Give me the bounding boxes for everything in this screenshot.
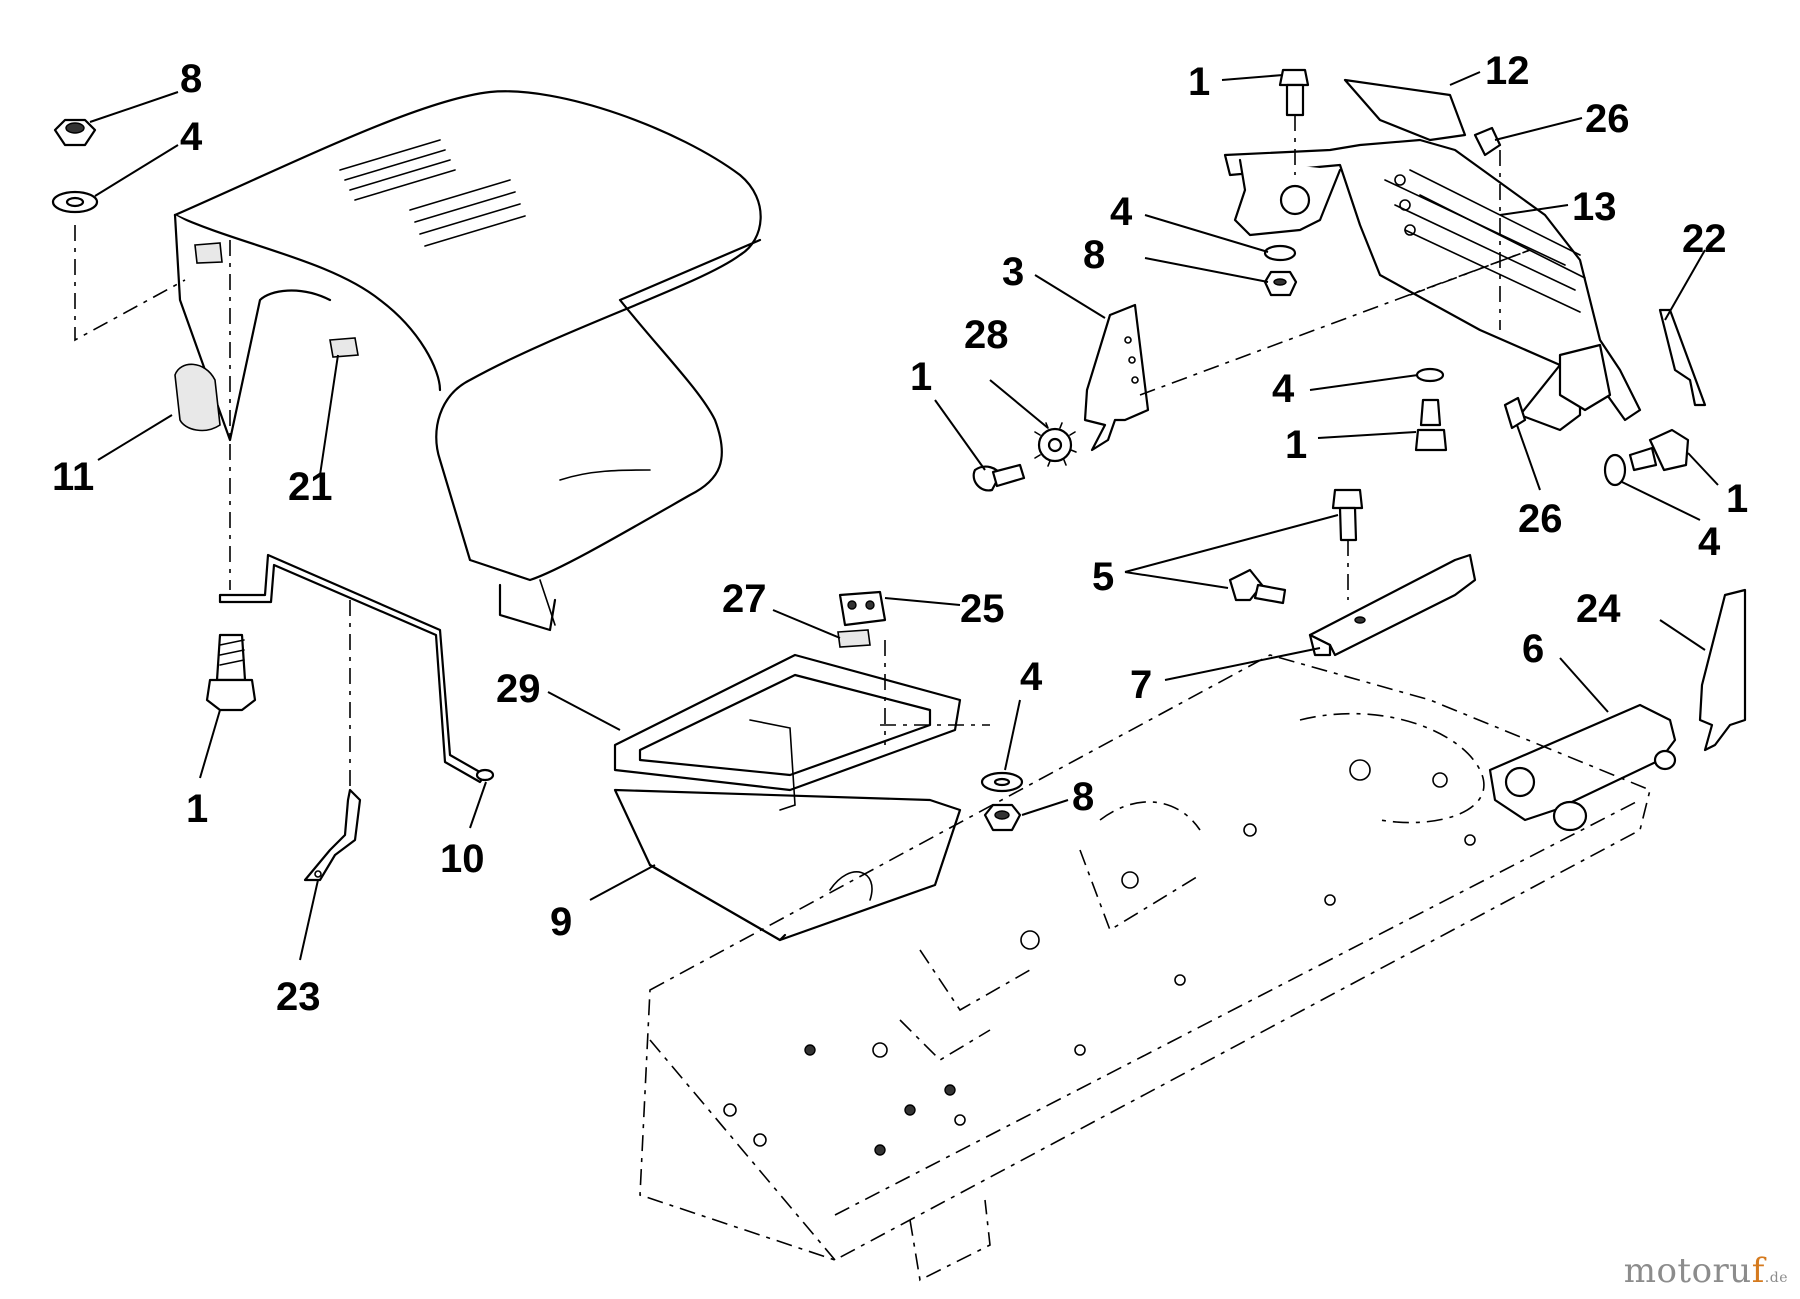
washer-4-center [980,771,1024,793]
pad-27 [837,629,871,648]
callout-23: 23 [276,975,321,1019]
bracket-3 [1083,303,1150,452]
bolt-1-lock [972,463,1026,492]
callout-4-far-right: 4 [1698,520,1721,564]
bracket-24 [1698,588,1747,752]
lockwasher-28 [1034,422,1077,467]
watermark-logo: motoruf.de [1624,1251,1788,1291]
bracket-22 [1658,308,1707,407]
nut-8-top-left [53,118,97,147]
callout-13: 13 [1572,185,1617,229]
clip-26-lower [1503,396,1527,430]
callout-1-top-right: 1 [1188,60,1210,104]
nut-8-center [983,803,1022,832]
washer-4-right [1415,367,1445,383]
callout-4-top-left: 4 [180,115,203,159]
callout-8-upper: 8 [1083,233,1105,277]
callout-4-upper: 4 [1110,190,1133,234]
frame-29 [613,653,962,811]
callout-8-center: 8 [1072,775,1094,819]
plate-6 [1488,703,1677,832]
part-11-side-pad [174,363,221,432]
callout-10: 10 [440,837,485,881]
hood [173,90,762,632]
rod-10 [218,553,495,784]
callout-26-top: 26 [1585,97,1630,141]
bolt-1-left [205,633,257,712]
callout-21: 21 [288,465,333,509]
callout-4-right: 4 [1272,367,1295,411]
chassis-holes [723,759,1476,1156]
hood-vents [339,139,526,247]
callout-8-top-left: 8 [180,57,202,101]
callout-1-far-right: 1 [1726,477,1748,521]
bolt-5-horizontal [1228,568,1287,605]
grille-13 [1223,138,1642,432]
callout-26-lower: 26 [1518,497,1563,541]
bracket-7 [1308,553,1477,657]
bolt-5-vertical [1331,488,1364,542]
callout-6: 6 [1522,627,1544,671]
bolt-1-top-right [1278,68,1310,117]
cap-12 [1343,78,1467,142]
watermark-tld-text: .de [1764,1270,1788,1286]
nut-8-upper [1263,270,1298,297]
callout-5: 5 [1092,555,1114,599]
bolt-1-right-mid [1414,398,1448,452]
bolt-1-far-right [1628,428,1690,472]
callout-3: 3 [1002,250,1024,294]
callout-22: 22 [1682,217,1727,261]
callout-1-right-mid: 1 [1285,423,1307,467]
callout-25: 25 [960,587,1005,631]
callout-24: 24 [1576,587,1621,631]
callout-9: 9 [550,900,572,944]
watermark-main-text: motoru [1623,1251,1752,1291]
callout-29: 29 [496,667,541,711]
leader-lines [89,71,1719,961]
callout-11: 11 [52,455,94,499]
callout-7: 7 [1130,663,1152,707]
callout-12: 12 [1485,49,1530,93]
washer-4-upper [1263,244,1297,262]
callout-1-lock: 1 [910,355,932,399]
callout-labels: 8 4 11 21 1 10 23 29 9 27 25 4 8 1 12 26… [52,49,1748,1019]
bracket-23 [303,788,362,882]
part-21-pad [329,337,359,358]
watermark-accent-text: f [1751,1251,1765,1291]
callout-4-center: 4 [1020,655,1043,699]
washer-4-far-right [1603,453,1627,487]
callout-28: 28 [964,313,1009,357]
chassis-frame-outline [639,654,1651,1282]
hood-clip [194,242,223,264]
callout-1-left: 1 [186,787,208,831]
clip-25 [838,590,887,627]
washer-4-top-left [51,190,99,214]
callout-27: 27 [722,577,767,621]
clip-26-top [1473,126,1502,157]
battery-box-9 [613,788,962,942]
